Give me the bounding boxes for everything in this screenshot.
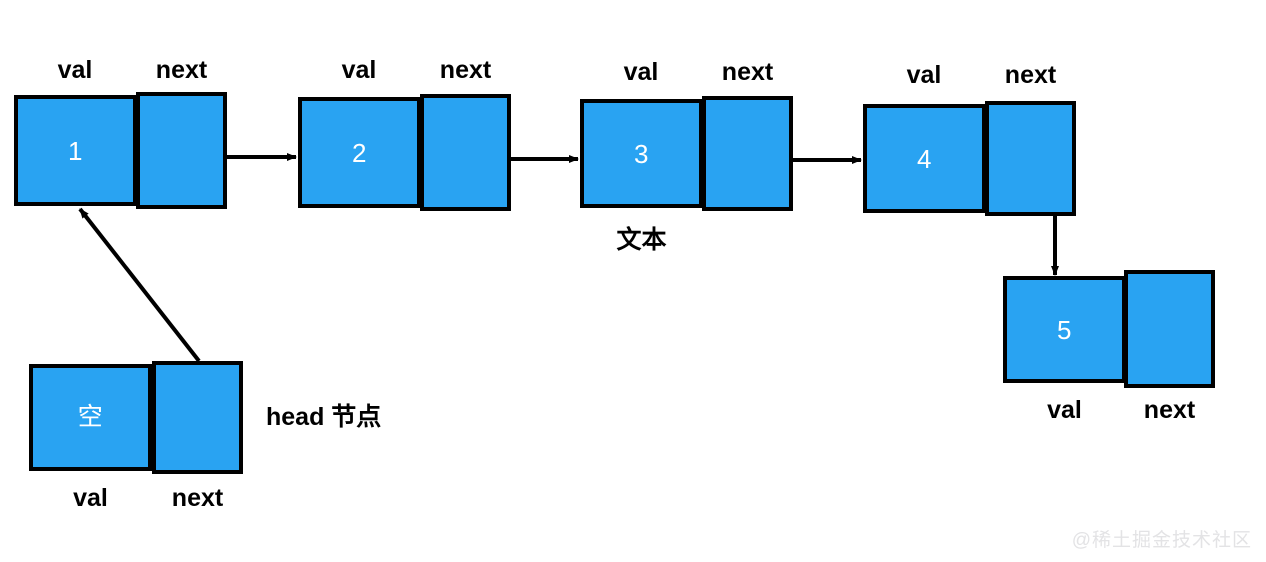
node-2-val-label: val (341, 56, 377, 84)
node-5-val-label: val (1047, 396, 1082, 424)
node-4-val-label: val (906, 61, 942, 89)
node-4-next-label: next (1004, 61, 1057, 89)
head-node-annotation: head 节点 (266, 403, 382, 431)
node-3-next-label: next (721, 58, 774, 86)
node-5-next-label: next (1143, 396, 1196, 424)
node-2-next-label: next (439, 56, 492, 84)
node-1-value: 1 (68, 135, 83, 166)
node-1-val-label: val (57, 56, 93, 84)
node-2-val-cell[interactable]: 2 (298, 97, 421, 208)
node-5-val-cell[interactable]: 5 (1003, 276, 1126, 383)
node-4-value: 4 (917, 143, 932, 174)
node-3-next-cell[interactable] (702, 96, 793, 211)
node-2-next-cell[interactable] (420, 94, 511, 211)
node-3-value: 3 (634, 138, 649, 169)
node-4-next-cell[interactable] (985, 101, 1076, 216)
node-3-caption: 文本 (616, 226, 667, 254)
node-head-next-label: next (171, 484, 224, 512)
node-head-val-cell[interactable]: 空 (29, 364, 152, 471)
node-4-val-cell[interactable]: 4 (863, 104, 986, 213)
node-3-val-cell[interactable]: 3 (580, 99, 703, 208)
node-head-value: 空 (77, 403, 104, 431)
node-head-next-cell[interactable] (152, 361, 243, 474)
node-5-value: 5 (1057, 314, 1072, 345)
node-1-val-cell[interactable]: 1 (14, 95, 137, 206)
node-5-next-cell[interactable] (1124, 270, 1215, 388)
node-head-val-label: val (73, 484, 108, 512)
watermark: @稀土掘金技术社区 (1071, 530, 1252, 551)
node-1-next-cell[interactable] (136, 92, 227, 209)
edge-head-to-node1 (78, 207, 201, 363)
node-3-val-label: val (623, 58, 659, 86)
node-2-value: 2 (352, 137, 367, 168)
node-1-next-label: next (155, 56, 208, 84)
